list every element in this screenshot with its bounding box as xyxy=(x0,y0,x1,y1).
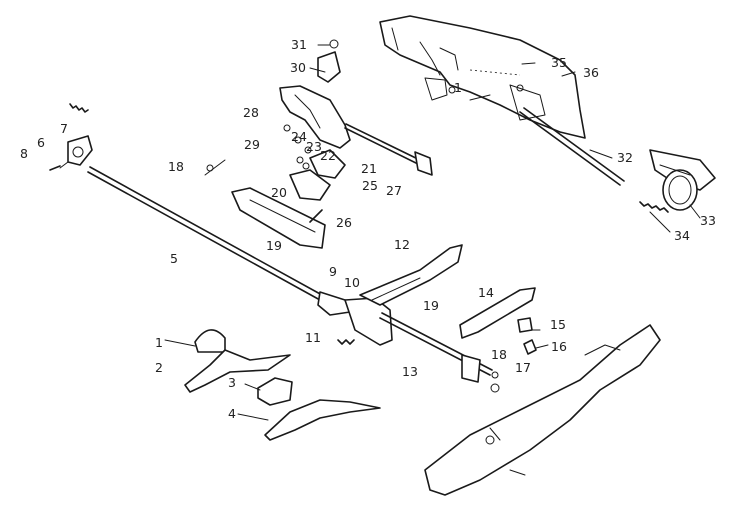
callout-25: 25 xyxy=(362,178,378,193)
upper-frame-housing xyxy=(379,15,586,139)
callout-7: 7 xyxy=(60,121,68,136)
callout-21: 21 xyxy=(361,161,377,176)
nut-24 xyxy=(283,124,291,132)
callout-19-right: 19 xyxy=(423,298,439,313)
callout-30: 30 xyxy=(290,60,306,75)
callout-4: 4 xyxy=(228,406,236,421)
callout-36: 36 xyxy=(583,65,599,80)
leader-lines xyxy=(164,44,701,421)
short-upper-rod xyxy=(344,127,421,166)
callout-23: 23 xyxy=(306,139,322,154)
callout-13: 13 xyxy=(402,364,418,379)
callout-35: 35 xyxy=(551,55,567,70)
callout-18-left: 18 xyxy=(168,159,184,174)
callout-15: 15 xyxy=(550,317,566,332)
left-mount-bracket xyxy=(49,135,93,171)
callout-3: 3 xyxy=(228,375,236,390)
callout-24: 24 xyxy=(291,129,307,144)
callout-17: 17 xyxy=(515,360,531,375)
upper-linkage-bracket xyxy=(279,39,351,149)
callout-2: 2 xyxy=(155,360,163,375)
spring-34 xyxy=(639,201,669,213)
callout-16: 16 xyxy=(551,339,567,354)
callout-20: 20 xyxy=(271,185,287,200)
callout-27: 27 xyxy=(386,183,402,198)
callout-31: 31 xyxy=(291,37,307,52)
callout-22: 22 xyxy=(320,148,336,163)
callout-labels: 1 1 2 3 4 5 6 7 8 9 10 11 12 13 14 15 16… xyxy=(20,37,716,421)
lower-shaft xyxy=(379,312,500,393)
callout-1-upper: 1 xyxy=(454,80,462,95)
callout-8: 8 xyxy=(20,146,28,161)
ring-bracket xyxy=(649,149,716,211)
pedal-3 xyxy=(257,377,381,441)
middle-plate xyxy=(204,149,346,249)
callout-12: 12 xyxy=(394,237,410,252)
callout-18-right: 18 xyxy=(491,347,507,362)
callout-28: 28 xyxy=(243,105,259,120)
callout-32: 32 xyxy=(617,150,633,165)
callout-34: 34 xyxy=(674,228,690,243)
callout-29: 29 xyxy=(244,137,260,152)
callout-5: 5 xyxy=(170,251,178,266)
right-lever xyxy=(459,287,537,355)
rear-rod xyxy=(519,107,625,186)
callout-11: 11 xyxy=(305,330,321,345)
callout-9: 9 xyxy=(329,264,337,279)
lower-frame xyxy=(424,324,661,496)
callout-19-left: 19 xyxy=(266,238,282,253)
center-lever-assembly xyxy=(317,244,463,346)
callout-6: 6 xyxy=(37,135,45,150)
nut-22 xyxy=(304,146,312,154)
callout-14: 14 xyxy=(478,285,494,300)
callout-26: 26 xyxy=(336,215,352,230)
callout-10: 10 xyxy=(344,275,360,290)
spring-7 xyxy=(69,103,89,113)
pedal-1 xyxy=(184,329,291,393)
main-shaft xyxy=(87,166,323,301)
nut-23 xyxy=(294,136,302,144)
callout-1-pedal: 1 xyxy=(155,335,163,350)
callout-33: 33 xyxy=(700,213,716,228)
